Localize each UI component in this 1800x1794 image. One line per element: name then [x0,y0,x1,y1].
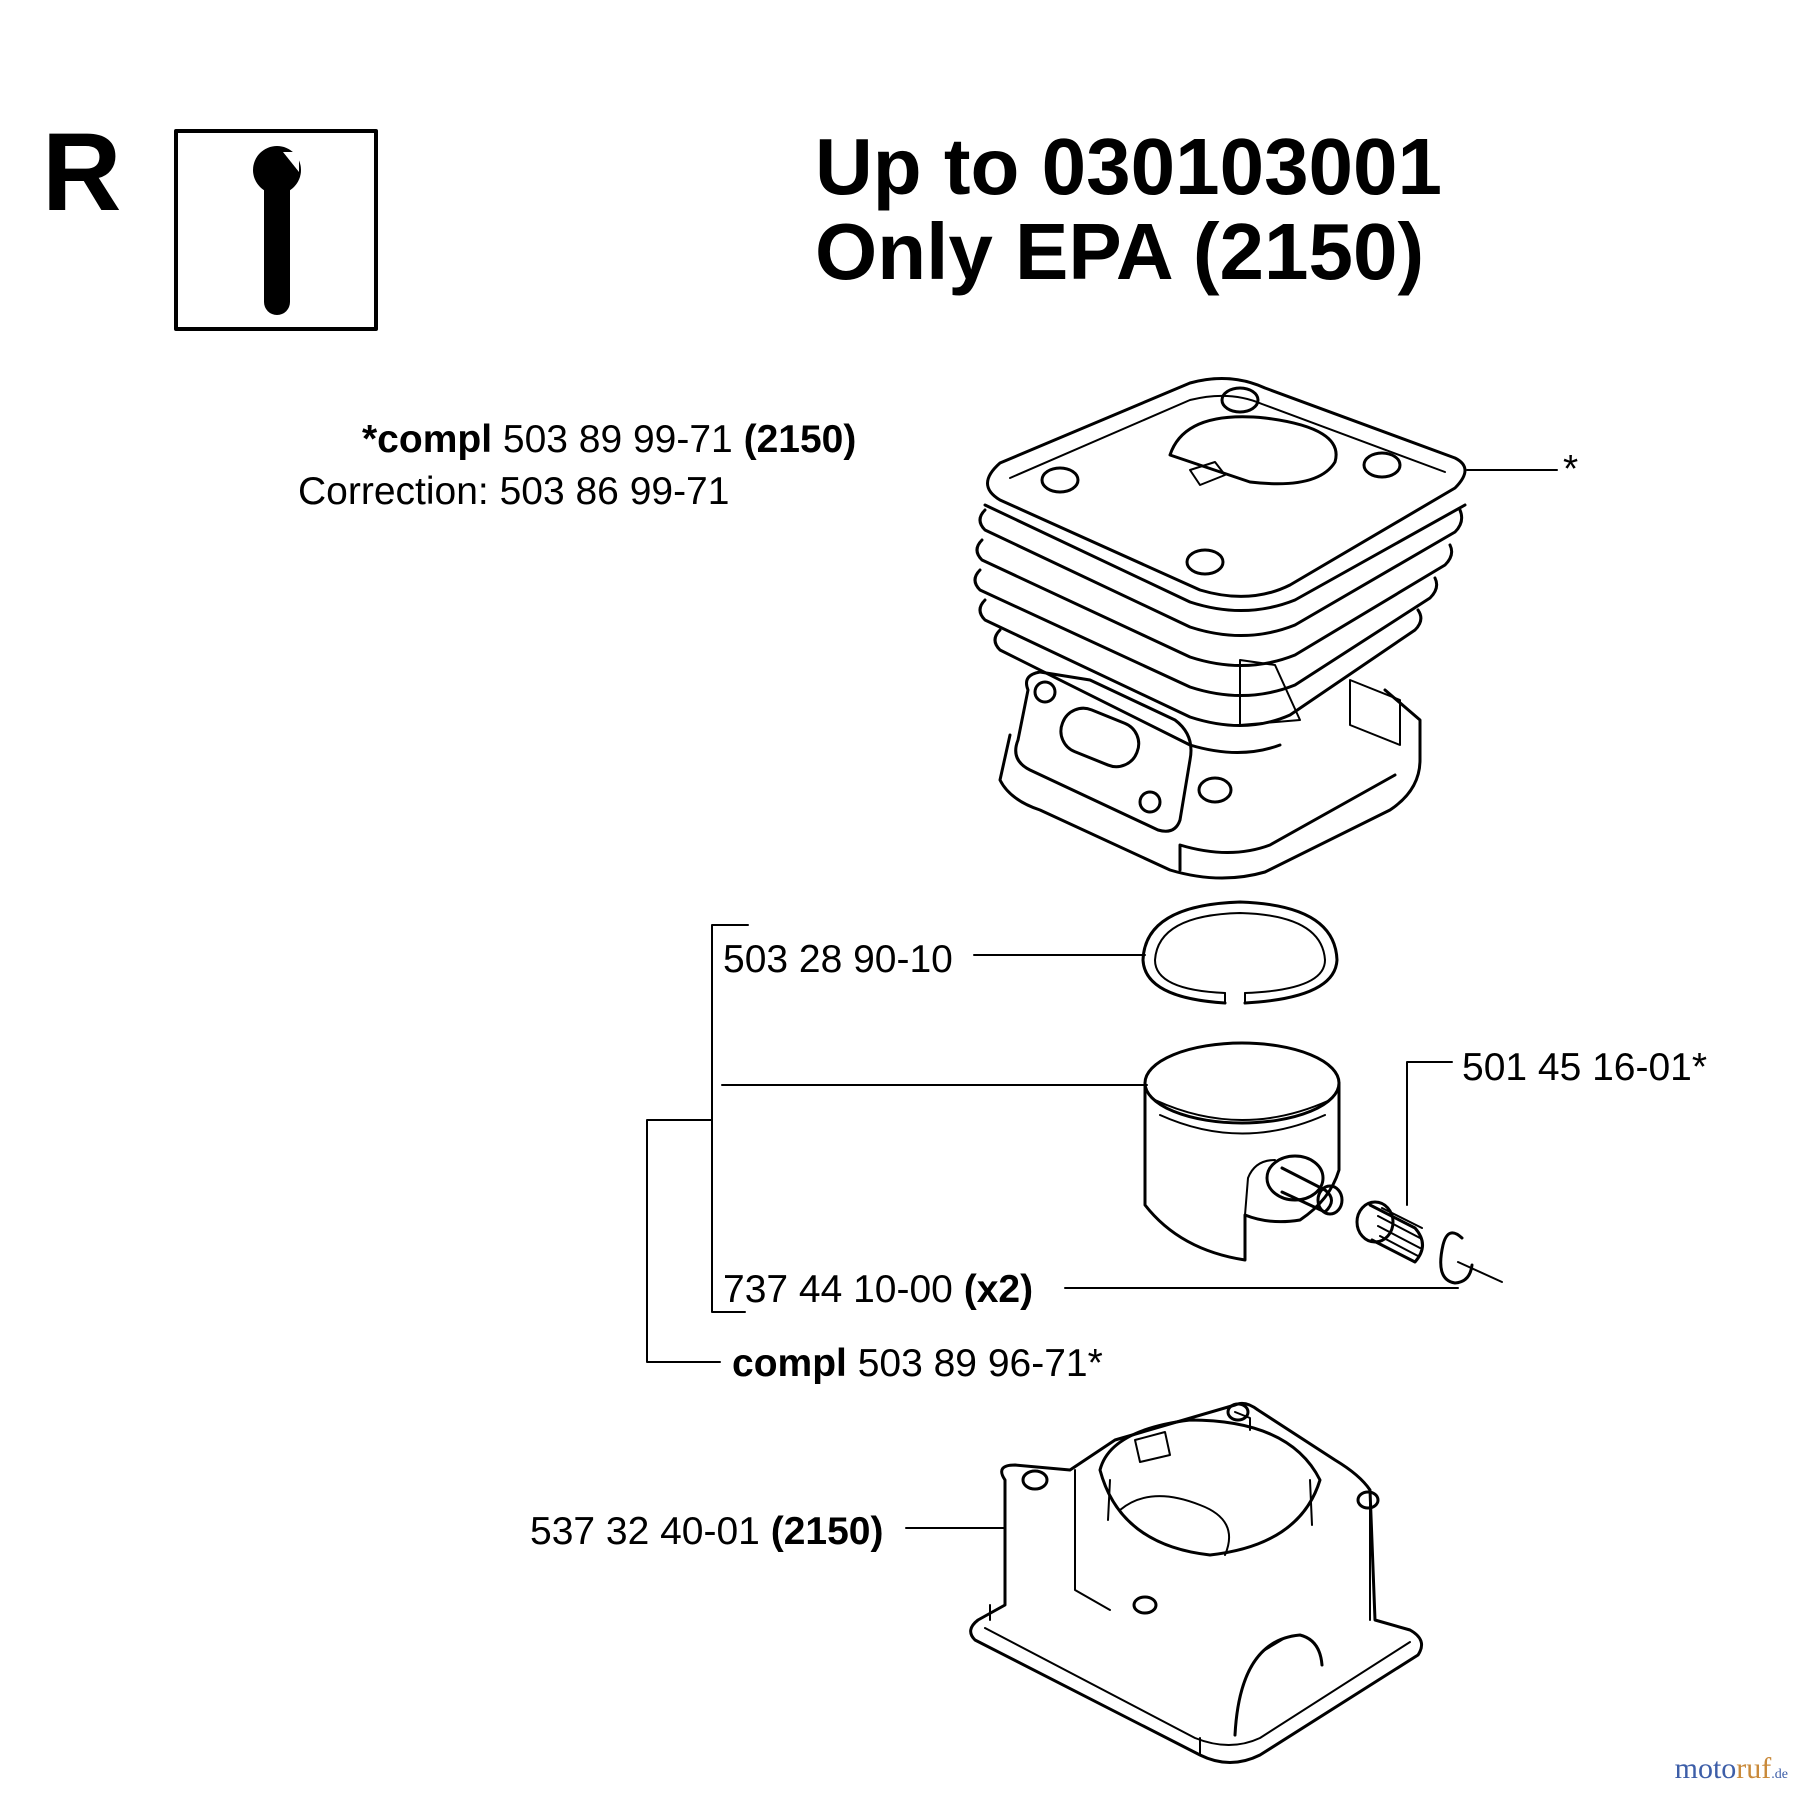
leader-lines [646,469,1558,1529]
cylinder-model: (2150) [743,418,857,461]
piston-kit-compl-prefix: compl [732,1342,847,1385]
circlip-label: 737 44 10-00 (x2) [723,1268,1033,1312]
cylinder-marker: * [1563,448,1579,491]
circlip-drawing [1439,1231,1503,1285]
piston-kit-part-number: 503 89 96-71* [857,1342,1103,1385]
title-epa-note: Only EPA (2150) [815,207,1425,296]
crankcase-part-number: 537 32 40-01 [530,1510,760,1553]
watermark-part1: moto [1674,1752,1737,1785]
piston-ring-part-number: 503 28 90-10 [723,938,953,981]
wrench-info-icon [174,129,378,331]
needle-bearing-drawing [1355,1200,1424,1264]
title-serial-range: Up to 030103001 [815,122,1443,211]
watermark-logo: motoruf.de [1675,1752,1788,1786]
watermark-part2: ruf [1736,1752,1772,1785]
crankcase-label: 537 32 40-01 (2150) [530,1510,883,1554]
cylinder-compl-prefix: *compl [362,418,493,461]
section-letter: R [42,111,122,234]
piston-kit-label: compl 503 89 96-71* [732,1342,1103,1386]
circlip-quantity: (x2) [963,1268,1034,1311]
piston-drawing [1143,1041,1344,1262]
needle-bearing-part-number: 501 45 16-01* [1462,1046,1708,1089]
cylinder-correction: Correction: 503 86 99-71 [298,470,730,513]
cylinder-part-number: 503 89 99-71 [502,418,733,461]
cylinder-label: *compl 503 89 99-71 (2150) [362,418,856,462]
crankcase-drawing [969,1401,1424,1764]
cylinder-drawing [973,377,1467,880]
circlip-part-number: 737 44 10-00 [723,1268,953,1311]
watermark-suffix: .de [1771,1767,1788,1782]
piston-ring-drawing [1141,900,1339,1005]
crankcase-model: (2150) [770,1510,884,1553]
